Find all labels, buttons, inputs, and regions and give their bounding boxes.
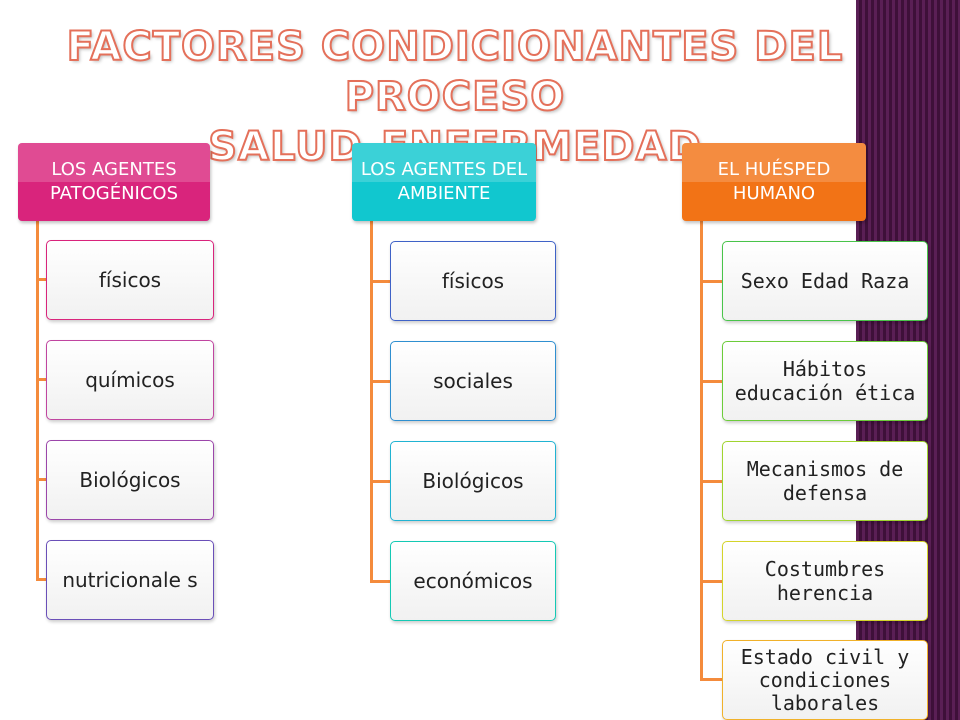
connector-branch: [700, 380, 722, 383]
item-habitos: Hábitos educación ética: [722, 341, 928, 421]
item-estado-civil: Estado civil y condiciones laborales: [722, 640, 928, 720]
item-economicos: económicos: [390, 541, 556, 621]
item-biologicos-patogenicos: Biológicos: [46, 440, 214, 520]
connector-branch: [36, 478, 46, 481]
connector-branch: [36, 378, 46, 381]
connector-branch: [370, 280, 390, 283]
title-line-1: FACTORES CONDICIONANTES DEL PROCESO: [66, 23, 844, 121]
header-agentes-ambiente: LOS AGENTES DEL AMBIENTE: [352, 143, 536, 221]
connector-branch: [370, 380, 390, 383]
header-agentes-patogenicos: LOS AGENTES PATOGÉNICOS: [18, 143, 210, 221]
connector-branch: [700, 678, 722, 681]
item-sexo-edad-raza: Sexo Edad Raza: [722, 241, 928, 321]
connector-branch: [700, 280, 722, 283]
item-costumbres-herencia: Costumbres herencia: [722, 541, 928, 621]
connector-trunk-1: [36, 221, 39, 581]
item-sociales: sociales: [390, 341, 556, 421]
item-mecanismos-defensa: Mecanismos de defensa: [722, 441, 928, 521]
connector-branch: [700, 480, 722, 483]
item-fisicos-patogenicos: físicos: [46, 240, 214, 320]
connector-branch: [370, 480, 390, 483]
item-quimicos: químicos: [46, 340, 214, 420]
connector-trunk-2: [370, 221, 373, 581]
connector-branch: [36, 278, 46, 281]
header-huesped-humano: EL HUÉSPED HUMANO: [682, 143, 866, 221]
item-nutricionales: nutricionale s: [46, 540, 214, 620]
connector-branch: [370, 580, 390, 583]
connector-branch: [36, 578, 46, 581]
connector-trunk-3: [700, 221, 703, 681]
page-title: FACTORES CONDICIONANTES DEL PROCESO SALU…: [40, 22, 870, 172]
item-biologicos-ambiente: Biológicos: [390, 441, 556, 521]
item-fisicos-ambiente: físicos: [390, 241, 556, 321]
connector-branch: [700, 580, 722, 583]
